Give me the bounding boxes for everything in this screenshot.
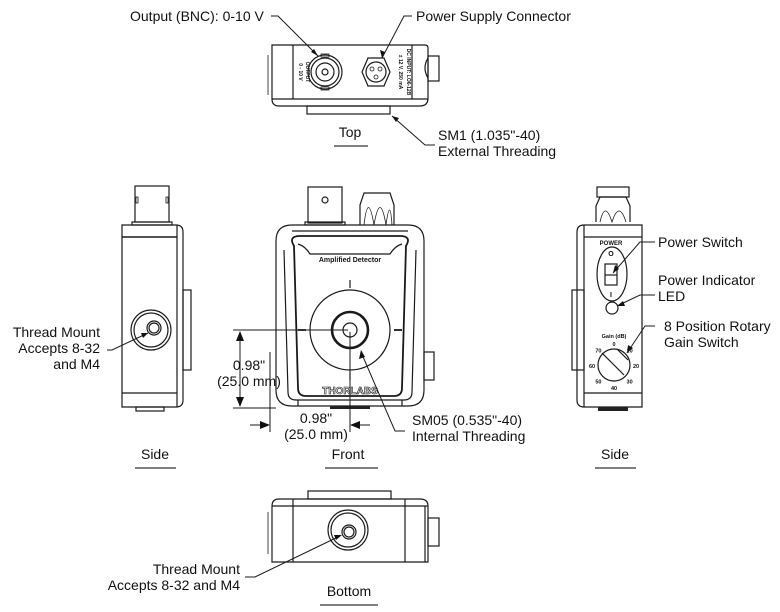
bnc-side <box>134 185 170 223</box>
thread-mount-side-line1: Thread Mount <box>13 324 100 340</box>
power-supply-leader <box>381 15 412 59</box>
bnc-connector <box>307 53 343 91</box>
gain-switch-callout-line1: 8 Position Rotary <box>664 318 771 334</box>
gain-position-label: 30 <box>627 380 633 386</box>
power-connector <box>361 57 391 87</box>
power-led-callout-line2: LED <box>658 288 685 304</box>
gain-switch-callout-line2: Gain Switch <box>664 334 739 350</box>
thread-mount-side <box>130 309 172 351</box>
dc-input-panel-text: DC INPUT: LO6-12B <box>405 49 411 96</box>
right-side-view: POWER O I Gain (dB) 0 10 20 30 40 50 60 70 Powe… <box>571 186 771 469</box>
power-switch-callout: Power Switch <box>658 234 743 250</box>
gain-position-label: 40 <box>611 386 617 392</box>
power-led-callout-line1: Power Indicator <box>658 272 756 288</box>
thread-mount-side-line3: and M4 <box>53 356 100 372</box>
output-panel-text: OUTPUT <box>304 62 310 83</box>
left-side-view: Thread Mount Accepts 8-32 and M4 Side <box>13 185 192 469</box>
sm1-callout-line2: External Threading <box>438 143 556 159</box>
front-face <box>291 235 409 397</box>
device-label: Amplified Detector <box>319 257 382 264</box>
gain-position-label: 10 <box>627 348 633 354</box>
sm1-leader <box>391 115 435 146</box>
left-side-body <box>121 224 184 408</box>
thread-mount-side-line2: Accepts 8-32 <box>18 340 100 356</box>
vertical-dimension-mm: (25.0 mm) <box>217 373 281 389</box>
gain-position-label: 60 <box>589 364 595 370</box>
gain-panel-label: Gain (dB) <box>602 334 627 340</box>
gain-switch[interactable] <box>597 348 631 382</box>
sm1-flange <box>306 105 391 115</box>
view-label-side-right: Side <box>601 446 629 462</box>
gain-position-label: 50 <box>595 380 601 386</box>
horizontal-dimension-mm: (25.0 mm) <box>284 426 348 442</box>
sm05-callout-line1: SM05 (0.535"-40) <box>412 412 522 428</box>
front-view: Amplified Detector THORLABS 0.98" (25.0 … <box>217 186 525 469</box>
front-body-outer <box>275 224 425 407</box>
thread-mount-bottom-line1: Thread Mount <box>153 561 240 577</box>
output-bnc-leader <box>271 15 319 57</box>
thread-mount-bottom-leader <box>245 535 341 578</box>
bnc-front <box>307 186 343 224</box>
gain-switch-leader <box>626 325 655 354</box>
horizontal-dimension-inches: 0.98" <box>300 410 332 426</box>
power-switch-surround <box>596 246 628 302</box>
sm1-callout-line1: SM1 (1.035"-40) <box>438 127 540 143</box>
sm05-leader <box>360 351 405 432</box>
power-supply-callout: Power Supply Connector <box>416 8 571 24</box>
dc-rating-panel-text: ± 12 V, 250 mA <box>397 55 403 90</box>
gain-dial[interactable] <box>597 348 631 382</box>
gain-tick-labels: 0 10 20 30 40 50 60 70 <box>589 342 639 392</box>
view-label-bottom: Bottom <box>327 583 371 599</box>
thread-mount-bottom <box>327 509 369 551</box>
power-switch-leader <box>612 241 655 274</box>
gain-position-label: 20 <box>633 364 639 370</box>
top-view: OUTPUT 0 - 10 V DC INPUT: LO6-12B ± 12 V… <box>130 8 571 159</box>
vertical-dimension-inches: 0.98" <box>233 357 265 373</box>
thread-mount-bottom-line2: Accepts 8-32 and M4 <box>108 577 241 593</box>
bottom-view: Thread Mount Accepts 8-32 and M4 Bottom <box>108 490 440 606</box>
sm05-callout-line2: Internal Threading <box>412 428 525 444</box>
top-view-body <box>271 44 429 107</box>
power-indicator-led <box>605 301 619 315</box>
output-bnc-callout: Output (BNC): 0-10 V <box>130 8 264 24</box>
bottom-view-body <box>271 498 429 563</box>
power-led-leader <box>616 294 655 307</box>
gain-knob-top <box>427 55 440 82</box>
view-label-top: Top <box>339 124 362 140</box>
power-panel-label: POWER <box>600 241 623 247</box>
gain-position-label: 70 <box>595 348 601 354</box>
gain-position-label: 0 <box>612 342 615 348</box>
view-label-front: Front <box>332 446 365 462</box>
power-on-mark: I <box>610 292 612 299</box>
output-range-panel-text: 0 - 10 V <box>297 63 303 81</box>
power-off-mark: O <box>608 251 614 258</box>
power-connector-front <box>359 192 395 225</box>
thread-mount-side-leader <box>107 332 149 351</box>
view-label-side-left: Side <box>141 446 169 462</box>
